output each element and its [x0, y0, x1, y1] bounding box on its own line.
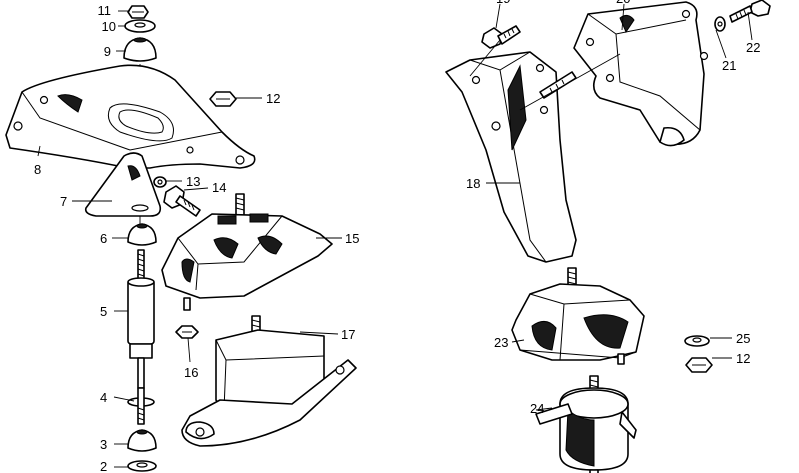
part-13-washer: [153, 176, 167, 188]
callout-18: 18: [466, 176, 480, 191]
part-18-support-arm: [445, 51, 577, 263]
callout-15: 15: [345, 231, 359, 246]
callout-10: 10: [102, 19, 116, 34]
part-21-washer: [714, 16, 726, 32]
part-3-rubber-buffer: [127, 429, 157, 452]
callout-21: 21: [722, 58, 736, 73]
part-7-small-bracket: [84, 152, 162, 217]
part-25-washer: [684, 335, 710, 347]
part-23-rubber-mount: [511, 267, 645, 365]
callout-25: 25: [736, 331, 750, 346]
leader-lines: [37, 3, 753, 468]
part-14-bolt: [163, 185, 201, 217]
callout-5: 5: [100, 304, 107, 319]
part-5-damper: [127, 249, 155, 389]
callout-8: 8: [34, 162, 41, 177]
callout-labels: 11 10 9 8 7 6 5 4 3 2 12 13 14 15 16 17 …: [34, 0, 760, 473]
part-11-nut: [127, 5, 149, 19]
part-16-nut: [175, 325, 199, 339]
part-9-rubber-buffer: [123, 37, 157, 62]
part-19-bolt: [481, 25, 521, 49]
callout-12-upper: 12: [266, 91, 280, 106]
part-10-washer: [124, 19, 156, 33]
callout-3: 3: [100, 437, 107, 452]
part-8-support-bracket: [5, 64, 256, 169]
callout-23: 23: [494, 335, 508, 350]
part-15-engine-mount: [161, 193, 333, 311]
part-17-engine-mount: [181, 315, 357, 447]
callout-4: 4: [100, 390, 107, 405]
part-6-rubber-bump: [127, 223, 157, 246]
callout-7: 7: [60, 194, 67, 209]
part-4-threaded-stud: [127, 387, 155, 425]
callout-12-lower: 12: [736, 351, 750, 366]
callout-6: 6: [100, 231, 107, 246]
part-2-washer: [127, 460, 157, 472]
callout-9: 9: [104, 44, 111, 59]
callout-19: 19: [496, 0, 510, 6]
callout-20: 20: [616, 0, 630, 6]
part-24-cylindrical-mount: [535, 375, 637, 473]
callout-14: 14: [212, 180, 226, 195]
part-stud: [539, 71, 577, 99]
callout-13: 13: [186, 174, 200, 189]
callout-11: 11: [98, 3, 112, 18]
part-20-upper-bracket: [573, 1, 709, 147]
part-22-bolt: [729, 0, 771, 23]
callout-2: 2: [100, 459, 107, 473]
callout-17: 17: [341, 327, 355, 342]
part-12-nut-lower: [685, 357, 713, 373]
part-12-nut-upper: [209, 91, 237, 107]
callout-16: 16: [184, 365, 198, 380]
callout-24: 24: [530, 401, 544, 416]
callout-22: 22: [746, 40, 760, 55]
